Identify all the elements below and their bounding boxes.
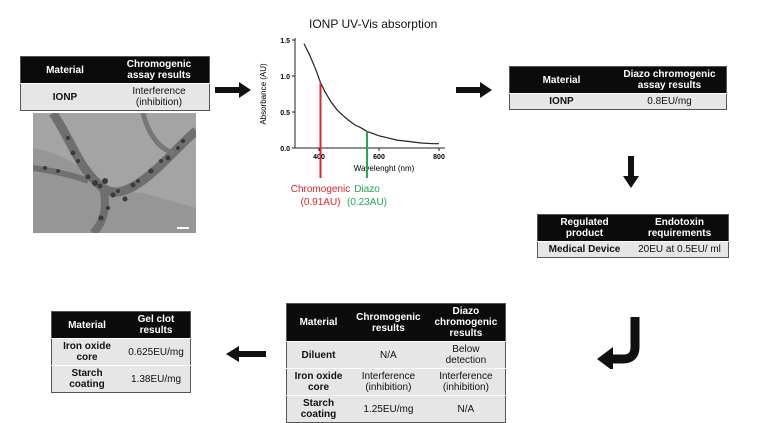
- y-tick-label: 1.5: [280, 38, 290, 45]
- header-gel-clot-results: Gel clot results: [122, 311, 191, 339]
- y-tick-label: 0.0: [280, 146, 290, 153]
- cell-material: Diluent: [286, 341, 350, 369]
- table-header-row: Material Chromogenic results Diazo chrom…: [286, 303, 506, 342]
- chart-title: IONP UV-Vis absorption: [309, 17, 438, 31]
- header-material: Material: [286, 303, 350, 342]
- table-row: IONP Interference (inhibition): [20, 83, 210, 111]
- header-chromogenic-results: Chromogenic results: [350, 303, 427, 342]
- arrow-left-icon: [226, 346, 266, 362]
- x-tick-label: 600: [373, 154, 385, 161]
- arrow-curved-left-icon: [597, 317, 640, 369]
- table-row: Medical Device 20EU at 0.5EU/ ml: [537, 241, 729, 258]
- cell-product: Medical Device: [537, 241, 631, 258]
- chromogenic-marker-label: Chromogenic: [291, 184, 350, 195]
- cell-chromogenic: 1.25EU/mg: [350, 395, 427, 423]
- arrow-down-icon: [623, 156, 639, 188]
- table-component-results: Material Chromogenic results Diazo chrom…: [286, 303, 506, 423]
- cell-requirement: 20EU at 0.5EU/ ml: [631, 241, 729, 258]
- table-row: Starch coating 1.25EU/mg N/A: [286, 395, 506, 423]
- table-diazo-assay: Material Diazo chromogenic assay results…: [509, 66, 727, 110]
- cell-result: 1.38EU/mg: [122, 365, 191, 393]
- diazo-marker-label: Diazo: [354, 184, 380, 195]
- header-diazo-chromogenic-results: Diazo chromogenic results: [426, 303, 506, 342]
- header-endotoxin-requirements: Endotoxin requirements: [631, 214, 729, 242]
- table-row: Diluent N/A Below detection: [286, 341, 506, 369]
- x-tick-label: 800: [433, 154, 445, 161]
- cell-material: IONP: [20, 83, 109, 111]
- table-regulatory-requirements: Regulated product Endotoxin requirements…: [537, 214, 729, 258]
- tem-image-graphic: [33, 113, 196, 233]
- y-tick-label: 1.0: [280, 74, 290, 81]
- table-row: Starch coating 1.38EU/mg: [51, 365, 191, 393]
- cell-diazo: N/A: [426, 395, 506, 423]
- cell-material: Starch coating: [286, 395, 350, 423]
- cell-material: IONP: [509, 93, 613, 110]
- cell-chromogenic: N/A: [350, 341, 427, 369]
- cell-result: 0.625EU/mg: [122, 338, 191, 366]
- x-axis-label: Wavelenght (nm): [354, 164, 415, 173]
- x-tick-label: 400: [313, 154, 325, 161]
- table-header-row: Material Gel clot results: [51, 311, 191, 339]
- header-material: Material: [51, 311, 122, 339]
- cell-diazo: Below detection: [426, 341, 506, 369]
- cell-material: Iron oxide core: [286, 368, 350, 396]
- cell-result: Interference (inhibition): [109, 83, 210, 111]
- cell-material: Starch coating: [51, 365, 122, 393]
- cell-result: 0.8EU/mg: [613, 93, 727, 110]
- table-gel-clot: Material Gel clot results Iron oxide cor…: [51, 311, 191, 393]
- table-row: IONP 0.8EU/mg: [509, 93, 727, 110]
- header-chromogenic-assay-results: Chromogenic assay results: [109, 56, 210, 84]
- table-row: Iron oxide core 0.625EU/mg: [51, 338, 191, 366]
- cell-diazo: Interference (inhibition): [426, 368, 506, 396]
- header-material: Material: [20, 56, 109, 84]
- header-regulated-product: Regulated product: [537, 214, 631, 242]
- y-axis-label: Absorbance (AU): [259, 63, 268, 125]
- absorption-curve-line: [303, 43, 439, 145]
- cell-chromogenic: Interference (inhibition): [350, 368, 427, 396]
- tem-micrograph-image: [33, 113, 196, 233]
- header-diazo-results: Diazo chromogenic assay results: [613, 66, 727, 94]
- table-header-row: Material Chromogenic assay results: [20, 56, 210, 84]
- y-tick-label: 0.5: [280, 110, 290, 117]
- chromogenic-marker-value: (0.91AU): [300, 197, 340, 208]
- arrow-right-icon: [456, 82, 492, 98]
- arrow-right-icon: [215, 82, 251, 98]
- table-row: Iron oxide core Interference (inhibition…: [286, 368, 506, 396]
- diazo-marker-value: (0.23AU): [347, 197, 387, 208]
- table-header-row: Material Diazo chromogenic assay results: [509, 66, 727, 94]
- table-chromogenic-assay: Material Chromogenic assay results IONP …: [20, 56, 210, 111]
- header-material: Material: [509, 66, 613, 94]
- cell-material: Iron oxide core: [51, 338, 122, 366]
- table-header-row: Regulated product Endotoxin requirements: [537, 214, 729, 242]
